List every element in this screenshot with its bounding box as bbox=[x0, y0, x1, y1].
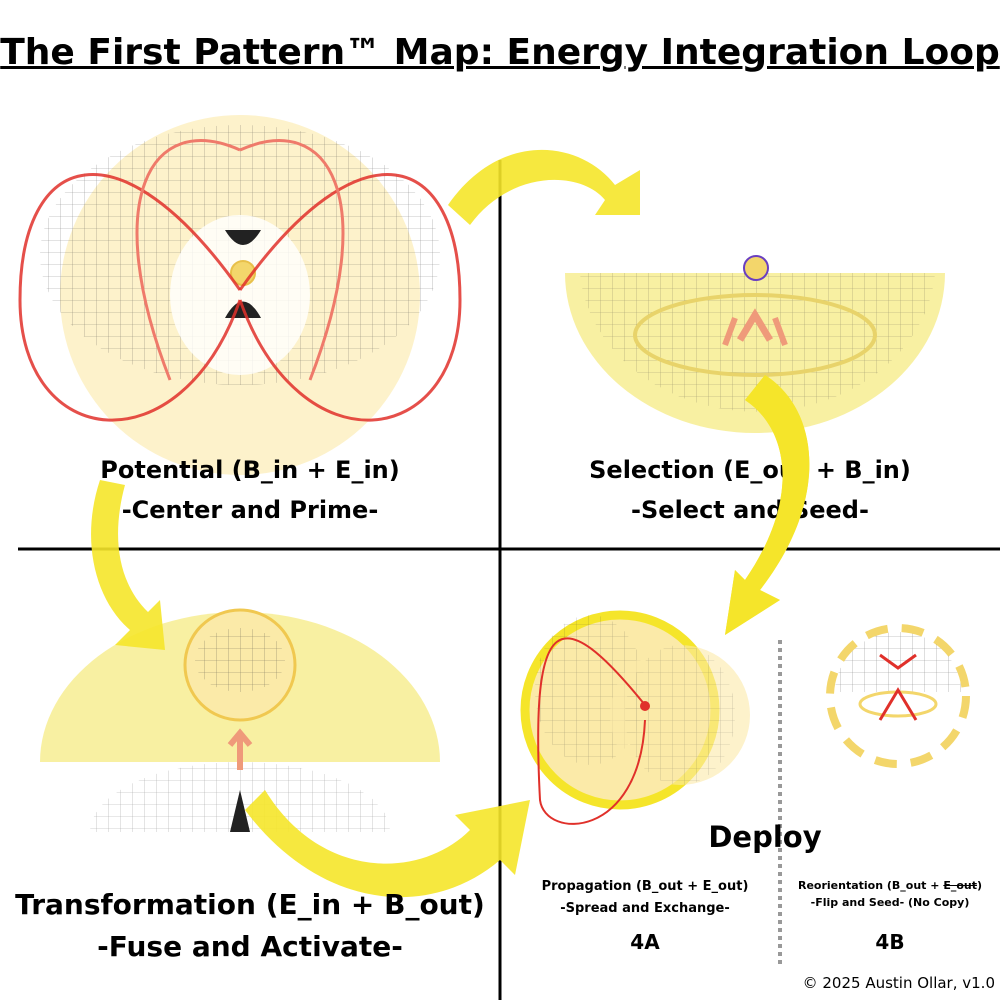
transformation-figure bbox=[40, 608, 440, 832]
transformation-subtitle: -Fuse and Activate- bbox=[97, 930, 403, 963]
selection-label: Selection (E_out + B_in) bbox=[589, 456, 911, 484]
selection-dome-figure bbox=[565, 255, 945, 433]
deploy-heading: Deploy bbox=[708, 820, 822, 854]
reorientation-label-prefix: Reorientation (B_out + bbox=[797, 879, 944, 892]
potential-label: Potential (B_in + E_in) bbox=[100, 456, 400, 484]
propagation-label: Propagation (B_out + E_out) bbox=[541, 879, 749, 894]
arrow-q1-to-q3 bbox=[91, 480, 165, 650]
reorientation-label: Reorientation (B_out + E_out) bbox=[785, 879, 995, 892]
transformation-label: Transformation (E_in + B_out) bbox=[15, 888, 485, 921]
propagation-subtitle: -Spread and Exchange- bbox=[560, 901, 730, 916]
reorientation-label-suffix: ) bbox=[976, 879, 983, 892]
potential-torus-figure bbox=[18, 115, 462, 475]
copyright-footer: © 2025 Austin Ollar, v1.0 bbox=[802, 974, 995, 992]
potential-subtitle: -Center and Prime- bbox=[121, 496, 379, 524]
arrow-q1-to-q2 bbox=[448, 149, 640, 225]
page-title: The First Pattern™ Map: Energy Integrati… bbox=[0, 32, 1000, 73]
loop-left bbox=[18, 173, 242, 422]
arrow-q3-to-q4 bbox=[245, 790, 530, 898]
reorientation-tag: 4B bbox=[875, 930, 905, 954]
propagation-figure bbox=[520, 610, 750, 825]
selection-subtitle: -Select and Seed- bbox=[631, 496, 869, 524]
propagation-tag: 4A bbox=[630, 930, 660, 954]
reorientation-subtitle: -Flip and Seed- (No Copy) bbox=[810, 896, 970, 909]
reorientation-figure bbox=[826, 624, 970, 768]
reorientation-struck-term: E_out bbox=[943, 879, 977, 892]
selection-ring bbox=[743, 255, 769, 281]
loop-right bbox=[238, 173, 462, 422]
